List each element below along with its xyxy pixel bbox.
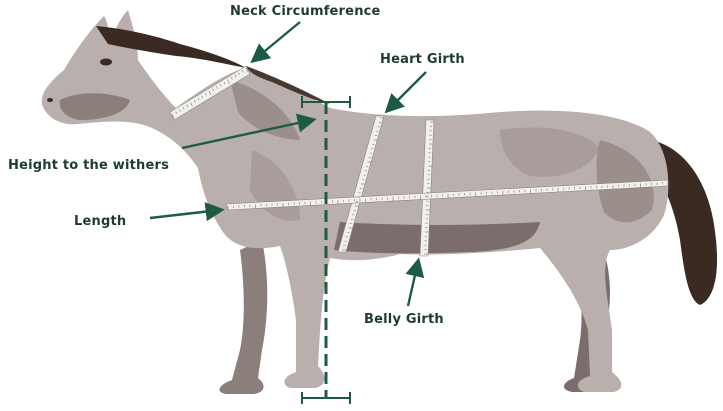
tape-tick xyxy=(223,81,226,85)
tape-tick xyxy=(241,70,244,73)
tape-tick xyxy=(227,79,230,84)
tape-tick xyxy=(212,88,215,92)
tape-tick xyxy=(204,93,207,96)
body-shade-neck xyxy=(230,80,300,140)
tape-tick xyxy=(179,109,181,112)
tape-tick xyxy=(230,77,233,80)
face-shade xyxy=(59,93,130,120)
withers-arrow xyxy=(181,113,317,150)
tape-tick xyxy=(201,95,204,98)
tape-tick xyxy=(245,67,249,73)
body-shade-hindquarter xyxy=(596,140,654,223)
tape-tick xyxy=(190,102,193,107)
tape-tick xyxy=(175,111,178,115)
tape-tick xyxy=(238,72,241,75)
body-shade-belly xyxy=(334,222,540,254)
length-arrow xyxy=(149,202,225,222)
height-to-withers-label: Height to the withers xyxy=(8,158,170,173)
horse-mane xyxy=(96,26,246,68)
belly-girth-arrow xyxy=(405,257,425,307)
heart-girth-label: Heart Girth xyxy=(380,52,465,67)
horse-mane-neck xyxy=(246,66,330,104)
tape-tick xyxy=(182,106,185,110)
horse-nostril xyxy=(47,98,53,102)
withers-height-marker xyxy=(301,96,351,404)
heart-girth-arrow xyxy=(384,71,427,114)
horse-eye xyxy=(100,58,112,66)
tape-tick xyxy=(186,104,189,108)
tape-tick xyxy=(208,90,212,96)
tape-tick xyxy=(234,74,237,78)
tape-tick xyxy=(171,113,175,119)
tape-tick xyxy=(193,100,196,103)
tape-tick xyxy=(197,97,200,101)
body-shade-hip xyxy=(500,127,600,177)
tape-tick xyxy=(219,83,222,87)
tape-tick xyxy=(216,86,218,89)
length-label: Length xyxy=(74,214,127,229)
horse-far-front-leg xyxy=(219,240,268,394)
neck-circumference-label: Neck Circumference xyxy=(230,4,381,19)
belly-girth-label: Belly Girth xyxy=(364,312,444,327)
neck-arrow xyxy=(250,21,301,64)
